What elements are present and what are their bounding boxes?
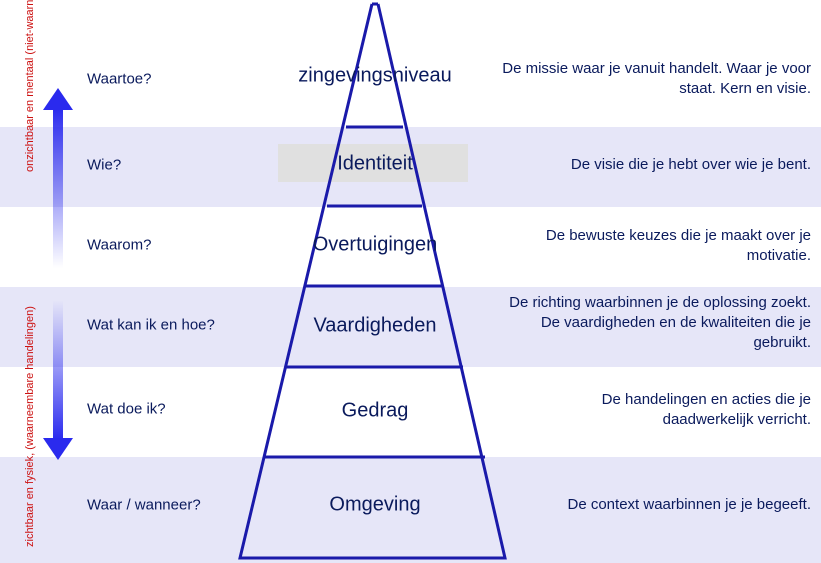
side-label-visible-physical: zichtbaar en fysiek, (waarneembare hande… [24,306,36,547]
level-gedrag: Gedrag [341,399,409,422]
question-wie: Wie? [87,156,122,174]
question-waartoe: Waartoe? [87,70,152,88]
band-vaardigheden [0,287,821,367]
band-omgeving [0,457,821,563]
description-overtuigingen: De bewuste keuzes die je maakt over je m… [545,227,811,264]
level-identiteit: Identiteit [337,152,413,175]
description-vaardigheden: De richting waarbinnen je de oplossing z… [509,294,811,351]
level-vaardigheden: Vaardigheden [313,314,437,337]
side-label-invisible-mental: onzichtbaar en mentaal (niet-waarneembaa… [24,0,36,172]
description-zingevingsniveau: De missie waar je vanuit handelt. Waar j… [502,60,811,97]
identiteit-highlight-box [278,144,468,182]
question-waar-wanneer: Waar / wanneer? [87,496,201,514]
pyramid-outline [238,2,507,560]
description-identiteit: De visie die je hebt over wie je bent. [570,156,811,173]
arrow-up-icon [43,88,73,268]
description-gedrag: De handelingen en acties die je daadwerk… [601,391,811,428]
level-omgeving: Omgeving [329,493,421,516]
question-waarom: Waarom? [87,236,152,254]
question-wat-kan-ik: Wat kan ik en hoe? [87,316,215,334]
description-omgeving: De context waarbinnen je je begeeft. [567,496,812,513]
level-overtuigingen: Overtuigingen [312,233,438,256]
question-wat-doe-ik: Wat doe ik? [87,400,166,418]
arrow-down-icon [43,300,73,460]
level-zingevingsniveau: zingevingsniveau [298,64,452,87]
